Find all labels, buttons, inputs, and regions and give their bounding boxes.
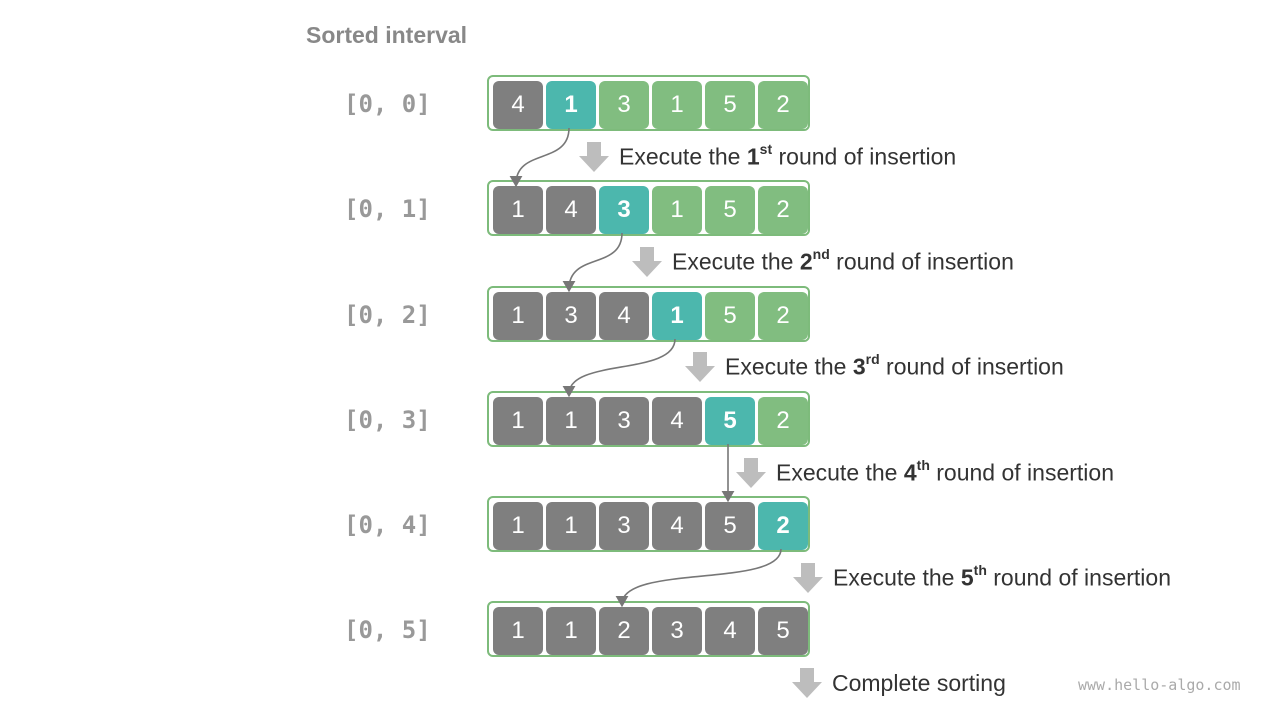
array-cell: 5 [705, 186, 755, 234]
array-cell: 1 [546, 502, 596, 550]
array-row-4: 1 1 3 4 5 2 [487, 496, 810, 552]
step-5: Execute the 5th round of insertion [791, 561, 1171, 595]
down-arrow-icon [792, 668, 822, 698]
down-arrow-icon [579, 142, 609, 172]
array-cell: 4 [493, 81, 543, 129]
down-arrow-icon [793, 563, 823, 593]
array-cell: 3 [599, 81, 649, 129]
row-label-4: [0, 4] [344, 511, 431, 539]
insertion-link-2 [562, 232, 623, 293]
step-1: Execute the 1st round of insertion [577, 140, 956, 174]
watermark: www.hello-algo.com [1078, 676, 1241, 694]
array-cell: 2 [599, 607, 649, 655]
array-row-1: 1 4 3 1 5 2 [487, 180, 810, 236]
array-cell: 2 [758, 186, 808, 234]
row-label-2: [0, 2] [344, 301, 431, 329]
array-cell: 1 [546, 397, 596, 445]
array-cell: 3 [599, 186, 649, 234]
array-cell: 1 [652, 81, 702, 129]
step-text: Complete sorting [832, 669, 1006, 696]
sorted-interval-header: Sorted interval [306, 22, 468, 48]
array-row-3: 1 1 3 4 5 2 [487, 391, 810, 447]
array-cell: 3 [599, 502, 649, 550]
array-cell: 1 [546, 81, 596, 129]
array-cell: 5 [705, 502, 755, 550]
array-cell: 4 [652, 397, 702, 445]
step-3: Execute the 3rd round of insertion [683, 350, 1064, 384]
insertion-link-1 [509, 127, 570, 188]
insertion-link-3 [562, 338, 676, 398]
step-text: Execute the 2nd round of insertion [672, 246, 1014, 275]
down-arrow-icon [685, 352, 715, 382]
array-cell: 1 [652, 186, 702, 234]
row-label-3: [0, 3] [344, 406, 431, 434]
down-arrow-icon [736, 458, 766, 488]
array-cell: 2 [758, 292, 808, 340]
array-cell: 5 [705, 292, 755, 340]
array-cell: 4 [546, 186, 596, 234]
array-cell: 1 [493, 186, 543, 234]
array-cell: 2 [758, 81, 808, 129]
array-cell: 1 [493, 607, 543, 655]
row-label-0: [0, 0] [344, 90, 431, 118]
array-cell: 4 [705, 607, 755, 655]
step-complete: Complete sorting [790, 666, 1006, 700]
array-cell: 5 [705, 397, 755, 445]
step-text: Execute the 1st round of insertion [619, 141, 957, 170]
row-label-5: [0, 5] [344, 616, 431, 644]
array-cell: 1 [652, 292, 702, 340]
insertion-link-5 [615, 548, 782, 608]
array-cell: 2 [758, 502, 808, 550]
step-text: Execute the 5th round of insertion [833, 562, 1171, 591]
array-cell: 1 [493, 397, 543, 445]
array-cell: 4 [652, 502, 702, 550]
array-cell: 5 [758, 607, 808, 655]
row-label-1: [0, 1] [344, 195, 431, 223]
array-cell: 1 [493, 502, 543, 550]
array-cell: 3 [652, 607, 702, 655]
array-cell: 3 [546, 292, 596, 340]
array-cell: 1 [546, 607, 596, 655]
step-text: Execute the 3rd round of insertion [725, 351, 1064, 380]
array-row-2: 1 3 4 1 5 2 [487, 286, 810, 342]
array-row-5: 1 1 2 3 4 5 [487, 601, 810, 657]
step-text: Execute the 4th round of insertion [776, 457, 1114, 486]
down-arrow-icon [632, 247, 662, 277]
array-cell: 5 [705, 81, 755, 129]
array-cell: 1 [493, 292, 543, 340]
array-cell: 3 [599, 397, 649, 445]
array-cell: 4 [599, 292, 649, 340]
step-2: Execute the 2nd round of insertion [630, 245, 1014, 279]
array-row-0: 4 1 3 1 5 2 [487, 75, 810, 131]
array-cell: 2 [758, 397, 808, 445]
step-4: Execute the 4th round of insertion [734, 456, 1114, 490]
